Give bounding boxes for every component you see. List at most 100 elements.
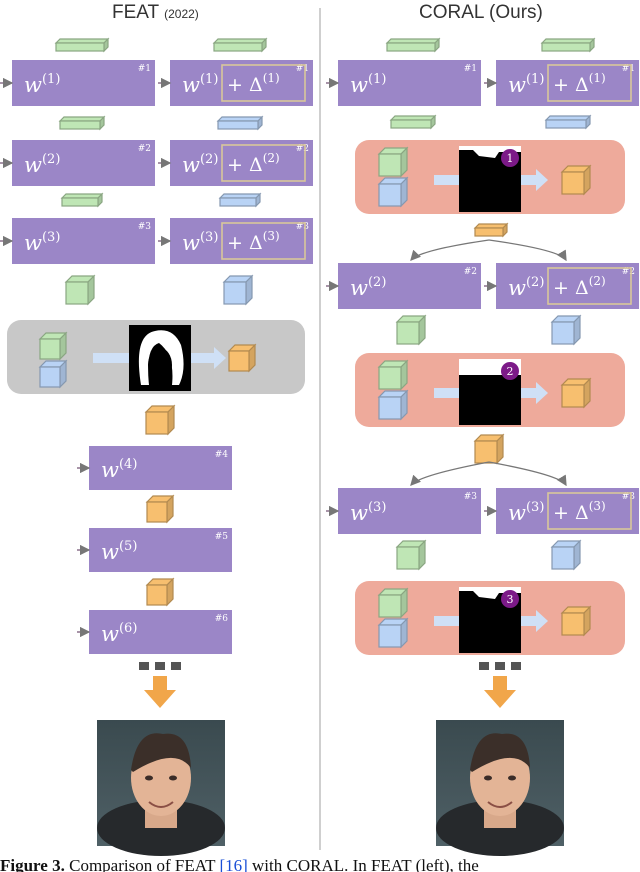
coral-green-token-1	[389, 114, 437, 130]
coral-block-1-index: #1	[464, 64, 477, 74]
feat-blue-cube	[222, 274, 254, 306]
feat-block-3-index: #3	[138, 222, 152, 232]
coral-delta-block-2-delta: + Δ(2)	[553, 274, 606, 299]
coral-title: CORAL (Ours)	[419, 2, 543, 24]
feat-delta-block-1-weight: w(1)	[182, 72, 218, 97]
coral-fusion-green-cube-1	[377, 146, 409, 178]
feat-ellipsis	[139, 662, 181, 670]
coral-block-1-box	[338, 60, 481, 106]
coral-block-2-box	[338, 263, 481, 309]
coral-title-text: CORAL (Ours)	[419, 2, 543, 23]
feat-green-token-2	[60, 192, 104, 208]
feat-block-2-weight: w(2)	[24, 152, 60, 177]
feat-blue-token-1	[216, 115, 264, 131]
feat-delta-block-1-box	[170, 60, 313, 106]
coral-delta-block-3-delta-frame	[547, 492, 632, 530]
caption-ref: [16]	[219, 856, 248, 872]
feat-green-cube	[64, 274, 96, 306]
coral-split-right-2	[488, 461, 567, 487]
coral-mask-badge-1-label: 1	[507, 152, 514, 165]
feat-decoder-block-1-weight: w(4)	[101, 457, 137, 482]
coral-delta-block-3-index: #3	[622, 492, 636, 502]
coral-blue-cube-2	[550, 314, 582, 346]
feat-delta-block-3-weight: w(3)	[182, 230, 218, 255]
coral-fusion-green-cube-3	[377, 587, 409, 619]
feat-decoder-block-1-index: #4	[215, 450, 229, 460]
feat-delta-block-1-delta: + Δ(1)	[227, 71, 280, 96]
coral-block-3-index: #3	[464, 492, 478, 502]
feat-delta-block-2-index: #2	[296, 144, 309, 154]
feat-output-face	[97, 720, 225, 856]
coral-split-left-2	[410, 461, 490, 486]
feat-delta-block-1-delta-frame	[221, 64, 306, 102]
coral-block-3-box	[338, 488, 481, 534]
coral-fusion-blue-cube-2	[377, 389, 409, 421]
feat-decoder-block-3-box	[89, 610, 232, 654]
feat-decoder-block-3-weight: w(6)	[101, 621, 137, 646]
coral-fused-cube-1	[560, 164, 592, 196]
feat-output-arrow	[144, 676, 176, 708]
coral-blue-token-1	[544, 114, 592, 130]
coral-fused-cube-3	[560, 605, 592, 637]
coral-output-arrow	[484, 676, 516, 708]
coral-fusion-blue-cube-1	[377, 176, 409, 208]
coral-orange-token-1	[473, 222, 509, 238]
coral-mask-badge-2-circle	[501, 362, 519, 380]
feat-fused-cube	[227, 343, 257, 373]
coral-fusion-blue-cube-3	[377, 617, 409, 649]
feat-title-text: FEAT	[112, 2, 159, 23]
coral-orange-cube-2	[473, 433, 505, 465]
coral-split-right-1	[488, 239, 567, 262]
coral-delta-block-2-box	[496, 263, 639, 309]
feat-delta-block-2-delta: + Δ(2)	[227, 151, 280, 176]
feat-decoder-block-1-box	[89, 446, 232, 490]
feat-delta-block-2-box	[170, 140, 313, 186]
coral-ellipsis	[479, 662, 521, 670]
coral-green-cube-3	[395, 539, 427, 571]
feat-block-3-weight: w(3)	[24, 230, 60, 255]
feat-block-3-box	[12, 218, 155, 264]
coral-delta-block-1-box	[496, 60, 639, 106]
feat-decoder-block-2-weight: w(5)	[101, 539, 137, 564]
feat-delta-block-2-weight: w(2)	[182, 152, 218, 177]
coral-fused-cube-2	[560, 377, 592, 409]
feat-mask	[129, 325, 191, 391]
feat-block-1-weight: w(1)	[24, 72, 60, 97]
feat-delta-block-1-index: #1	[296, 64, 309, 74]
caption-prefix: Figure 3.	[0, 856, 65, 872]
figure-caption: Figure 3. Comparison of FEAT [16] with C…	[0, 856, 640, 872]
feat-decoder-block-2-box	[89, 528, 232, 572]
feat-orange-cube-3	[145, 577, 175, 607]
coral-delta-block-3-box	[496, 488, 639, 534]
feat-block-1-box	[12, 60, 155, 106]
feat-blue-token-2	[218, 192, 262, 208]
feat-block-1-index: #1	[138, 64, 151, 74]
coral-mask-badge-3-label: 3	[507, 593, 514, 606]
feat-fusion-blue-cube	[38, 359, 68, 389]
feat-delta-block-3-delta-frame	[221, 222, 306, 260]
coral-green-cube-2	[395, 314, 427, 346]
feat-orange-cube	[144, 404, 176, 436]
coral-fusion-arrow-1-head	[536, 169, 548, 191]
feat-fusion-arrow-head	[214, 347, 226, 369]
coral-fusion-arrow-2-head	[536, 382, 548, 404]
feat-fusion-green-cube	[38, 331, 68, 361]
coral-split-left-1	[410, 239, 490, 261]
coral-green-token-top	[385, 37, 441, 53]
coral-block-1-weight: w(1)	[350, 72, 386, 97]
feat-block-2-box	[12, 140, 155, 186]
coral-block-2-index: #2	[464, 267, 477, 277]
coral-delta-block-2-index: #2	[622, 267, 635, 277]
coral-block-3-weight: w(3)	[350, 500, 386, 525]
coral-fusion-arrow-3-head	[536, 610, 548, 632]
coral-blue-cube-3	[550, 539, 582, 571]
coral-delta-block-1-delta-frame	[547, 64, 632, 102]
coral-block-2-weight: w(2)	[350, 275, 386, 300]
feat-delta-block-3-delta: + Δ(3)	[227, 229, 280, 254]
coral-delta-block-2-delta-frame	[547, 267, 632, 305]
coral-mask-badge-2-label: 2	[507, 365, 514, 378]
coral-fusion-green-cube-2	[377, 359, 409, 391]
feat-delta-block-3-box	[170, 218, 313, 264]
feat-delta-block-2-delta-frame	[221, 144, 306, 182]
feat-orange-cube-2	[145, 494, 175, 524]
